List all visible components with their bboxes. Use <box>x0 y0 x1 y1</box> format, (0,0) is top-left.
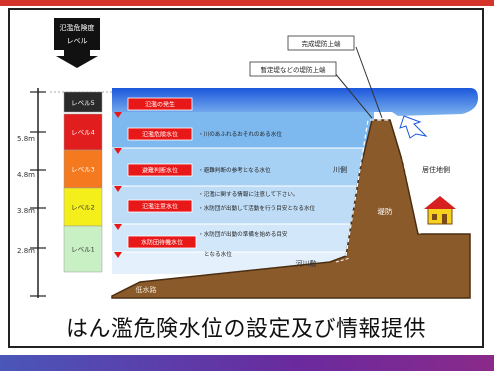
top-accent-bar <box>0 0 494 6</box>
depth-label: 5.8m <box>17 135 35 143</box>
level-box <box>63 225 103 273</box>
residential-side-label: 居住地側 <box>422 165 450 174</box>
level-label: レベル3 <box>71 166 95 174</box>
river-side-label: 川側 <box>333 165 347 174</box>
stage-label: 水防団待機水位 <box>141 239 183 247</box>
level-boxes: レベル5 レベル4 レベル3 レベル2 レベル1 <box>63 91 103 273</box>
stage-box <box>127 97 193 111</box>
depth-label: 4.8m <box>17 171 35 179</box>
overflow-water <box>112 88 478 116</box>
stage-box <box>127 235 197 249</box>
house-window <box>432 214 437 220</box>
levee-dashed-outline <box>345 119 421 257</box>
stage-label: 避難判断水位 <box>142 167 178 175</box>
stage-note: ・避難判断の参考となる水位 <box>198 166 271 174</box>
scale-ticks <box>30 91 46 297</box>
leader-line <box>355 46 383 119</box>
water-level-markers <box>114 112 122 258</box>
floodplain-label: 河川敷 <box>296 259 317 268</box>
overflow-arrow-icon <box>399 115 428 139</box>
level-label: レベル1 <box>71 246 95 254</box>
level-box <box>63 149 103 189</box>
down-arrow-icon <box>56 50 98 68</box>
levee-top-current-label: 暫定堤などの堤防上端 <box>261 65 327 74</box>
house-icon <box>427 207 453 225</box>
level-label: レベル4 <box>71 129 95 137</box>
levee-top-current-box <box>249 61 337 77</box>
stage-box <box>127 127 193 141</box>
level-box <box>63 113 103 151</box>
stage-note: ・水防団が出動の準備を始める目安 <box>198 230 288 238</box>
stage-box <box>127 199 193 213</box>
house-roof <box>424 196 456 209</box>
level-label: レベル2 <box>71 204 95 212</box>
level-box <box>63 187 103 227</box>
depth-label: 3.8m <box>17 207 35 215</box>
stage-label: 氾濫注意水位 <box>142 203 178 211</box>
house-door <box>442 214 447 224</box>
caption: はん濫危険水位の設定及び情報提供 <box>65 317 426 342</box>
header-line-1: 氾濫危険度 <box>60 23 95 32</box>
bottom-accent-bar <box>0 355 494 371</box>
riverbed-and-levee <box>111 119 471 299</box>
stage-label: 氾濫危険水位 <box>142 131 178 139</box>
low-water-channel-label: 低水路 <box>136 285 157 294</box>
levee-top-complete-box <box>287 35 355 51</box>
level-box <box>63 91 103 113</box>
levee-top-complete-label: 完成堤防上端 <box>302 39 342 48</box>
stage-note: ・氾濫に関する情報に注意して下さい。 <box>198 190 299 198</box>
stage-note: となる水位 <box>204 250 232 258</box>
dashed-detail <box>335 257 351 263</box>
leader-line <box>333 71 373 119</box>
levee-label: 堤防 <box>378 206 393 216</box>
stage-note: ・川のあふれるおそれのある水位 <box>198 130 282 138</box>
depth-label: 2.8m <box>17 247 35 255</box>
level-label: レベル5 <box>71 99 95 107</box>
header-line-2: レベル <box>67 37 88 45</box>
stage-box <box>127 163 193 177</box>
stage-note: ・水防団が出動して活動を行う目安となる水位 <box>198 204 316 212</box>
stage-label: 氾濫の発生 <box>145 101 175 109</box>
danger-level-header-box <box>54 18 100 50</box>
